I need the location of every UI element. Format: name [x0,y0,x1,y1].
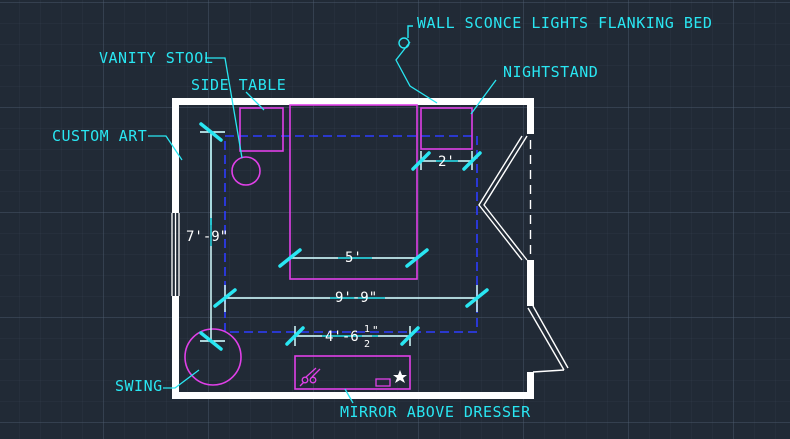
swing-chair [184,328,242,386]
dresser-width-main: 4'-6 [325,329,359,345]
dresser-width-numerator: 1 [364,324,370,335]
side-table-label: SIDE TABLE [191,76,286,94]
dresser-width-dimension: 4'-6 1 2 " [325,324,379,350]
entry-swing-door [527,305,569,373]
small-box-icon [375,378,391,387]
dresser-items [299,367,407,387]
vanity-stool-label: VANITY STOOL [99,49,213,67]
nightstand-leader [470,79,497,115]
nightstand [420,107,473,150]
right-wall-middle [527,260,534,306]
dimension-lines [200,131,478,346]
swing-label: SWING [115,377,163,395]
custom-art-label: CUSTOM ART [52,127,147,145]
dresser-width-denominator: 2 [364,339,370,350]
wall-sconce-icon [398,25,413,49]
bed [289,104,418,280]
dresser-width-suffix: " [372,324,379,337]
left-window [171,213,180,296]
bottom-wall [172,392,534,399]
flower-icon [393,370,407,383]
right-wall-top [527,98,534,134]
area-rug [224,135,478,333]
nightstand-dimension: 2' [438,154,455,170]
room-depth-dimension: 7'-9" [186,229,228,245]
dresser [294,355,411,390]
left-wall-upper [172,98,179,213]
room-width-dimension: 9'-9" [335,290,377,306]
scissors-icon [299,367,321,387]
left-wall-lower [172,296,179,399]
wall-sconce-leader [395,41,438,104]
right-wall-bottom [527,372,534,399]
furniture [184,104,473,390]
wall-sconce-label: WALL SCONCE LIGHTS FLANKING BED [417,14,712,32]
vanity-stool-leader [205,57,243,159]
side-table-leader [245,91,265,111]
top-wall [172,98,534,105]
swing-leader [163,369,200,389]
side-table [239,107,284,152]
leader-lines [148,41,497,404]
closet-bifold-door [478,135,532,261]
extension-lines [200,131,478,346]
mirror-leader [344,388,354,404]
mirror-label: MIRROR ABOVE DRESSER [340,403,531,421]
room-walls [172,98,534,399]
bed-width-dimension: 5' [345,250,362,266]
vanity-stool [231,156,261,186]
custom-art-leader [148,135,183,161]
nightstand-label: NIGHTSTAND [503,63,598,81]
dimension-ticks [199,122,489,351]
